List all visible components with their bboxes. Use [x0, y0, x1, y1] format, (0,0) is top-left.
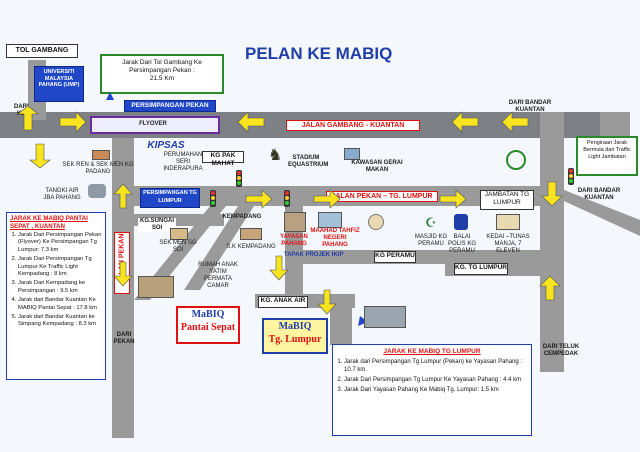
balai-polis-label: BALAI POLIS KG PERAMU [447, 234, 476, 254]
kempadang-label: KEMPADANG [222, 214, 262, 220]
kg-sungai-soi-label: KG.SUNGAI SOI [138, 218, 176, 232]
sek-men-sg-soi-label: SEK MEN SG SOI [159, 240, 197, 253]
traffic-light-icon [210, 190, 216, 207]
mabiq-tg-lumpur-building [364, 306, 406, 328]
page-title: PELAN KE MABIQ [245, 44, 393, 63]
sek-ren-label: SEK REN & SEK MEN KG PADANG [62, 162, 134, 175]
info-tg-lumpur-list: Jarak dari Persimpangan Tg Lumpur (Pekan… [333, 358, 531, 394]
info-tg-lumpur-box: JARAK KE MABIQ TG LUMPUR Jarak dari Pers… [332, 344, 532, 436]
police-badge-icon [454, 214, 468, 230]
mabiq-pantai-place: Pantai Sepat [180, 322, 236, 333]
jambatan-label: JAMBATAN TG LUMPUR [480, 190, 534, 210]
maahad-building [318, 212, 342, 228]
kg-peramu-horizontal-road [300, 250, 550, 264]
kawasan-gerai-label: KAWASAN GERAI MAKAN [351, 160, 403, 173]
pengiraan-box: Pengiraan Jarak Bermula dari Traffic Lig… [576, 136, 638, 176]
flyover-label: FLYOVER [139, 121, 167, 127]
list-item: Jarak dari Bandar Kuantan Ke MABIQ Panta… [18, 297, 102, 312]
list-item: Jarak Dari Persimpangan Tg Lumpur Ke Yay… [344, 376, 527, 384]
jarak-tol-text: Jarak Dari Tol Gambang Ke Persimpangan P… [122, 59, 202, 74]
sk-kempadang-building [240, 228, 262, 240]
list-item: Jarak dari Persimpangan Tg Lumpur (Pekan… [344, 358, 527, 374]
tol-gambang-label: TOL GAMBANG [6, 44, 78, 58]
tapak-projek-label: TAPAK PROJEK IKIP [284, 252, 344, 258]
universiti-box: UNIVERSITI MALAYSIA PAHANG (UMP) [34, 66, 84, 102]
kedai-label: KEDAI –TUNAS MANJA, 7 ELEVEN [486, 234, 530, 254]
tangki-label: TANGKI AIR JBA PAHANG [43, 188, 81, 201]
kg-peramu-label: KG PERAMU [374, 251, 416, 263]
traffic-light-icon [236, 170, 242, 187]
dari-teluk-label: DARI TELUK CEMPEDAK [542, 344, 580, 357]
jarak-tol-box: Jarak Dari Tol Gambang Ke Persimpangan P… [100, 54, 224, 94]
mabiq-pantai-sepat-building [138, 276, 174, 298]
perumahan-label: PERUMAHAN SERI INDERAPURA [163, 152, 203, 172]
masjid-icon: ☪ [425, 215, 437, 230]
dari-bandar-kuantan-right-label: DARI BANDAR KUANTAN [577, 188, 621, 201]
sek-men-sg-soi-building [170, 228, 188, 240]
sek-ren-building [92, 150, 110, 160]
dari-bandar-kuantan-top-label: DARI BANDAR KUANTAN [508, 100, 552, 113]
stadium-label: STADIUM EQUASTRIUM [288, 155, 329, 168]
kg-pak-mahat-label: KG PAK MAHAT [202, 151, 244, 167]
flyover-box [90, 116, 220, 134]
info-pantai-sepat-box: JARAK KE MABIQ PANTAI SEPAT , KUANTAN Ja… [6, 212, 106, 380]
yayasan-building [284, 212, 306, 232]
kipsas-label: KIPSAS [147, 140, 185, 151]
universiti-label: UNIVERSITI MALAYSIA PAHANG (UMP) [38, 69, 80, 88]
info-pantai-sepat-list: Jarak Dari Persimpangan Pekan (Flyover) … [7, 232, 105, 329]
list-item: Jarak Dari Persimpangan Tg Lumpur Ke Tra… [18, 256, 102, 278]
list-item: Jarak dari Bandar Kuantan ke Simpang Kem… [18, 314, 102, 329]
traffic-light-icon [284, 190, 290, 207]
list-item: Jarak Dari Yayasan Pahang Ke Mabiq Tg. L… [344, 386, 527, 394]
mabiq-pantai-sepat-box: MaBIQ Pantai Sepat [176, 306, 240, 344]
mabiq-lumpur-name: MaBIQ [278, 321, 312, 332]
rumah-anak-label: RUMAH ANAK YATIM PERMATA CAMAR [198, 262, 238, 289]
mabiq-tg-lumpur-box: MaBIQ Tg. Lumpur [262, 318, 328, 354]
mabiq-lumpur-place: Tg. Lumpur [268, 334, 322, 345]
traffic-light-icon [568, 168, 574, 185]
persimpangan-tg-label: PERSIMPANGAN TG LUMPUR [140, 188, 200, 208]
kedai-building [496, 214, 520, 230]
right-vertical-road [540, 112, 564, 372]
mabiq-pantai-name: MaBIQ [191, 309, 225, 320]
jarak-tol-km: 21.5 Km [149, 75, 175, 82]
pengiraan-text: Pengiraan Jarak Bermula dari Traffic Lig… [583, 140, 631, 160]
food-icon [368, 214, 384, 230]
petrol-station-icon [506, 150, 526, 170]
water-tank-icon [88, 184, 106, 198]
right-branch-road [600, 112, 630, 138]
jalan-gambang-label: JALAN GAMBANG - KUANTAN [286, 120, 420, 131]
kg-tg-lumpur-label: KG. TG LUMPUR [454, 263, 508, 275]
info-tg-lumpur-heading: JARAK KE MABIQ TG LUMPUR [383, 348, 481, 355]
yayasan-label: YAYASAN PAHANG [280, 234, 308, 247]
list-item: Jarak Dari Persimpangan Pekan (Flyover) … [18, 232, 102, 254]
horse-icon: ♞ [268, 147, 283, 164]
masjid-label: MASJID KG PERAMU [414, 234, 448, 247]
bottom-road [330, 300, 352, 345]
sk-kempadang-label: S.K KEMPADANG [226, 244, 276, 250]
kg-anak-air-label: KG. ANAK AIR [258, 296, 308, 308]
persimpangan-pekan-label: PERSIMPANGAN PEKAN [124, 100, 216, 112]
list-item: Jarak Dari Kempadang ke Persimpangan : 9… [18, 280, 102, 295]
maahad-label: MAAHAD TAHFIZ NEGERI PAHANG [310, 228, 360, 248]
food-stall-icon [344, 148, 360, 160]
info-pantai-sepat-heading: JARAK KE MABIQ PANTAI SEPAT , KUANTAN [10, 215, 88, 230]
dari-pekan-label: DARI PEKAN [113, 332, 135, 345]
